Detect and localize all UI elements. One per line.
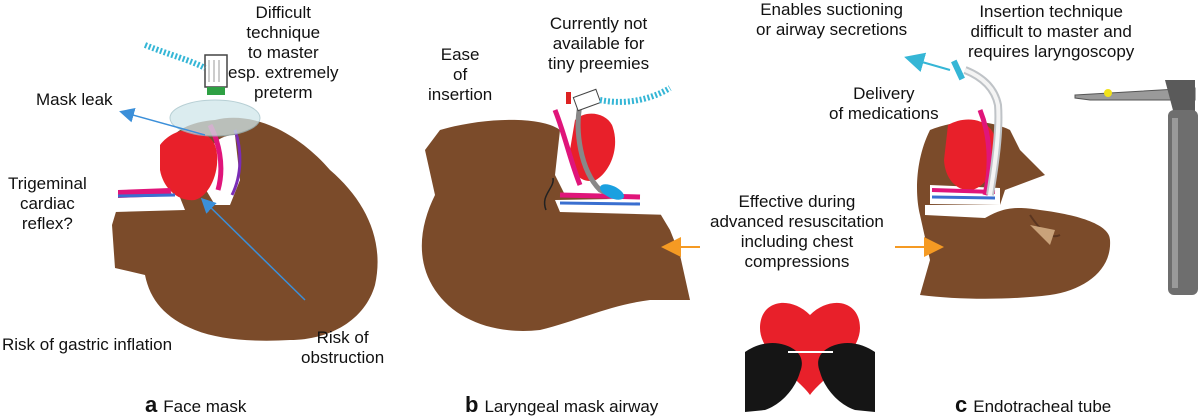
face-mask-head <box>112 117 378 341</box>
delivery-medications-label: Delivery of medications <box>829 84 939 123</box>
caption-c: c Endotracheal tube <box>955 394 1111 418</box>
caption-b-letter: b <box>465 392 479 417</box>
caption-a-letter: a <box>145 392 158 417</box>
not-available-label: Currently not available for tiny preemie… <box>548 14 650 73</box>
face-mask-device <box>143 42 261 137</box>
lma-head <box>421 85 690 331</box>
suction-arrow <box>904 52 951 73</box>
gastric-inflation-label: Risk of gastric inflation <box>2 335 173 354</box>
effective-label: Effective during advanced resuscitation … <box>710 192 884 271</box>
caption-a: a Face mask <box>145 394 246 418</box>
mask-leak-arrow <box>119 107 206 136</box>
caption-a-text: Face mask <box>163 397 247 416</box>
obstruction-label: Risk of obstruction <box>301 328 385 367</box>
ett-tongue <box>944 119 997 191</box>
difficult-technique-label: Difficult technique to master esp. extre… <box>228 3 339 102</box>
obstruction-arrow <box>200 197 306 301</box>
caption-b: b Laryngeal mask airway <box>465 394 658 418</box>
caption-b-text: Laryngeal mask airway <box>484 397 659 416</box>
lma-tongue <box>569 113 616 181</box>
heart-hands <box>745 302 875 412</box>
tongue-shape <box>160 130 218 201</box>
mask-leak-label: Mask leak <box>36 90 113 109</box>
caption-c-letter: c <box>955 392 968 417</box>
suctioning-label: Enables suctioning or airway secretions <box>756 0 908 39</box>
trigeminal-label: Trigeminal cardiac reflex? <box>8 174 87 233</box>
laryngoscope <box>1074 80 1198 295</box>
ett-head <box>917 59 1111 299</box>
caption-c-text: Endotracheal tube <box>973 397 1112 416</box>
ease-insertion-label: Ease of insertion <box>428 45 493 104</box>
insertion-difficult-label: Insertion technique difficult to master … <box>968 2 1135 61</box>
